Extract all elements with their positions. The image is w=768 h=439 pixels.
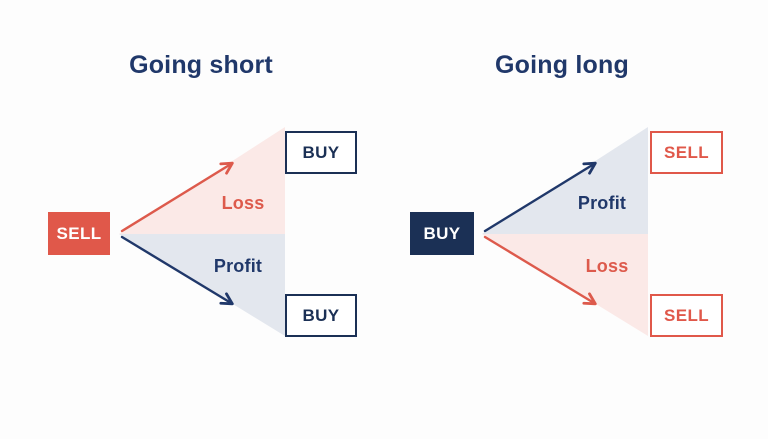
buy-target-box-top: BUY <box>285 131 357 174</box>
profit-arrow-short <box>120 235 234 306</box>
loss-label-long: Loss <box>585 256 629 276</box>
sell-target-box-top: SELL <box>650 131 723 174</box>
profit-label-short: Profit <box>213 256 263 276</box>
panel-title-going-short: Going short <box>129 51 273 79</box>
buy-source-box: BUY <box>410 212 474 255</box>
loss-label-short: Loss <box>221 193 265 213</box>
sell-target-box-bottom: SELL <box>650 294 723 337</box>
profit-label-long: Profit <box>577 193 627 213</box>
loss-arrow-short <box>120 161 234 233</box>
buy-target-box-bottom: BUY <box>285 294 357 337</box>
panel-title-going-long: Going long <box>495 51 629 79</box>
sell-source-box: SELL <box>48 212 110 255</box>
loss-arrow-long <box>483 235 597 306</box>
profit-arrow-long <box>483 161 597 233</box>
